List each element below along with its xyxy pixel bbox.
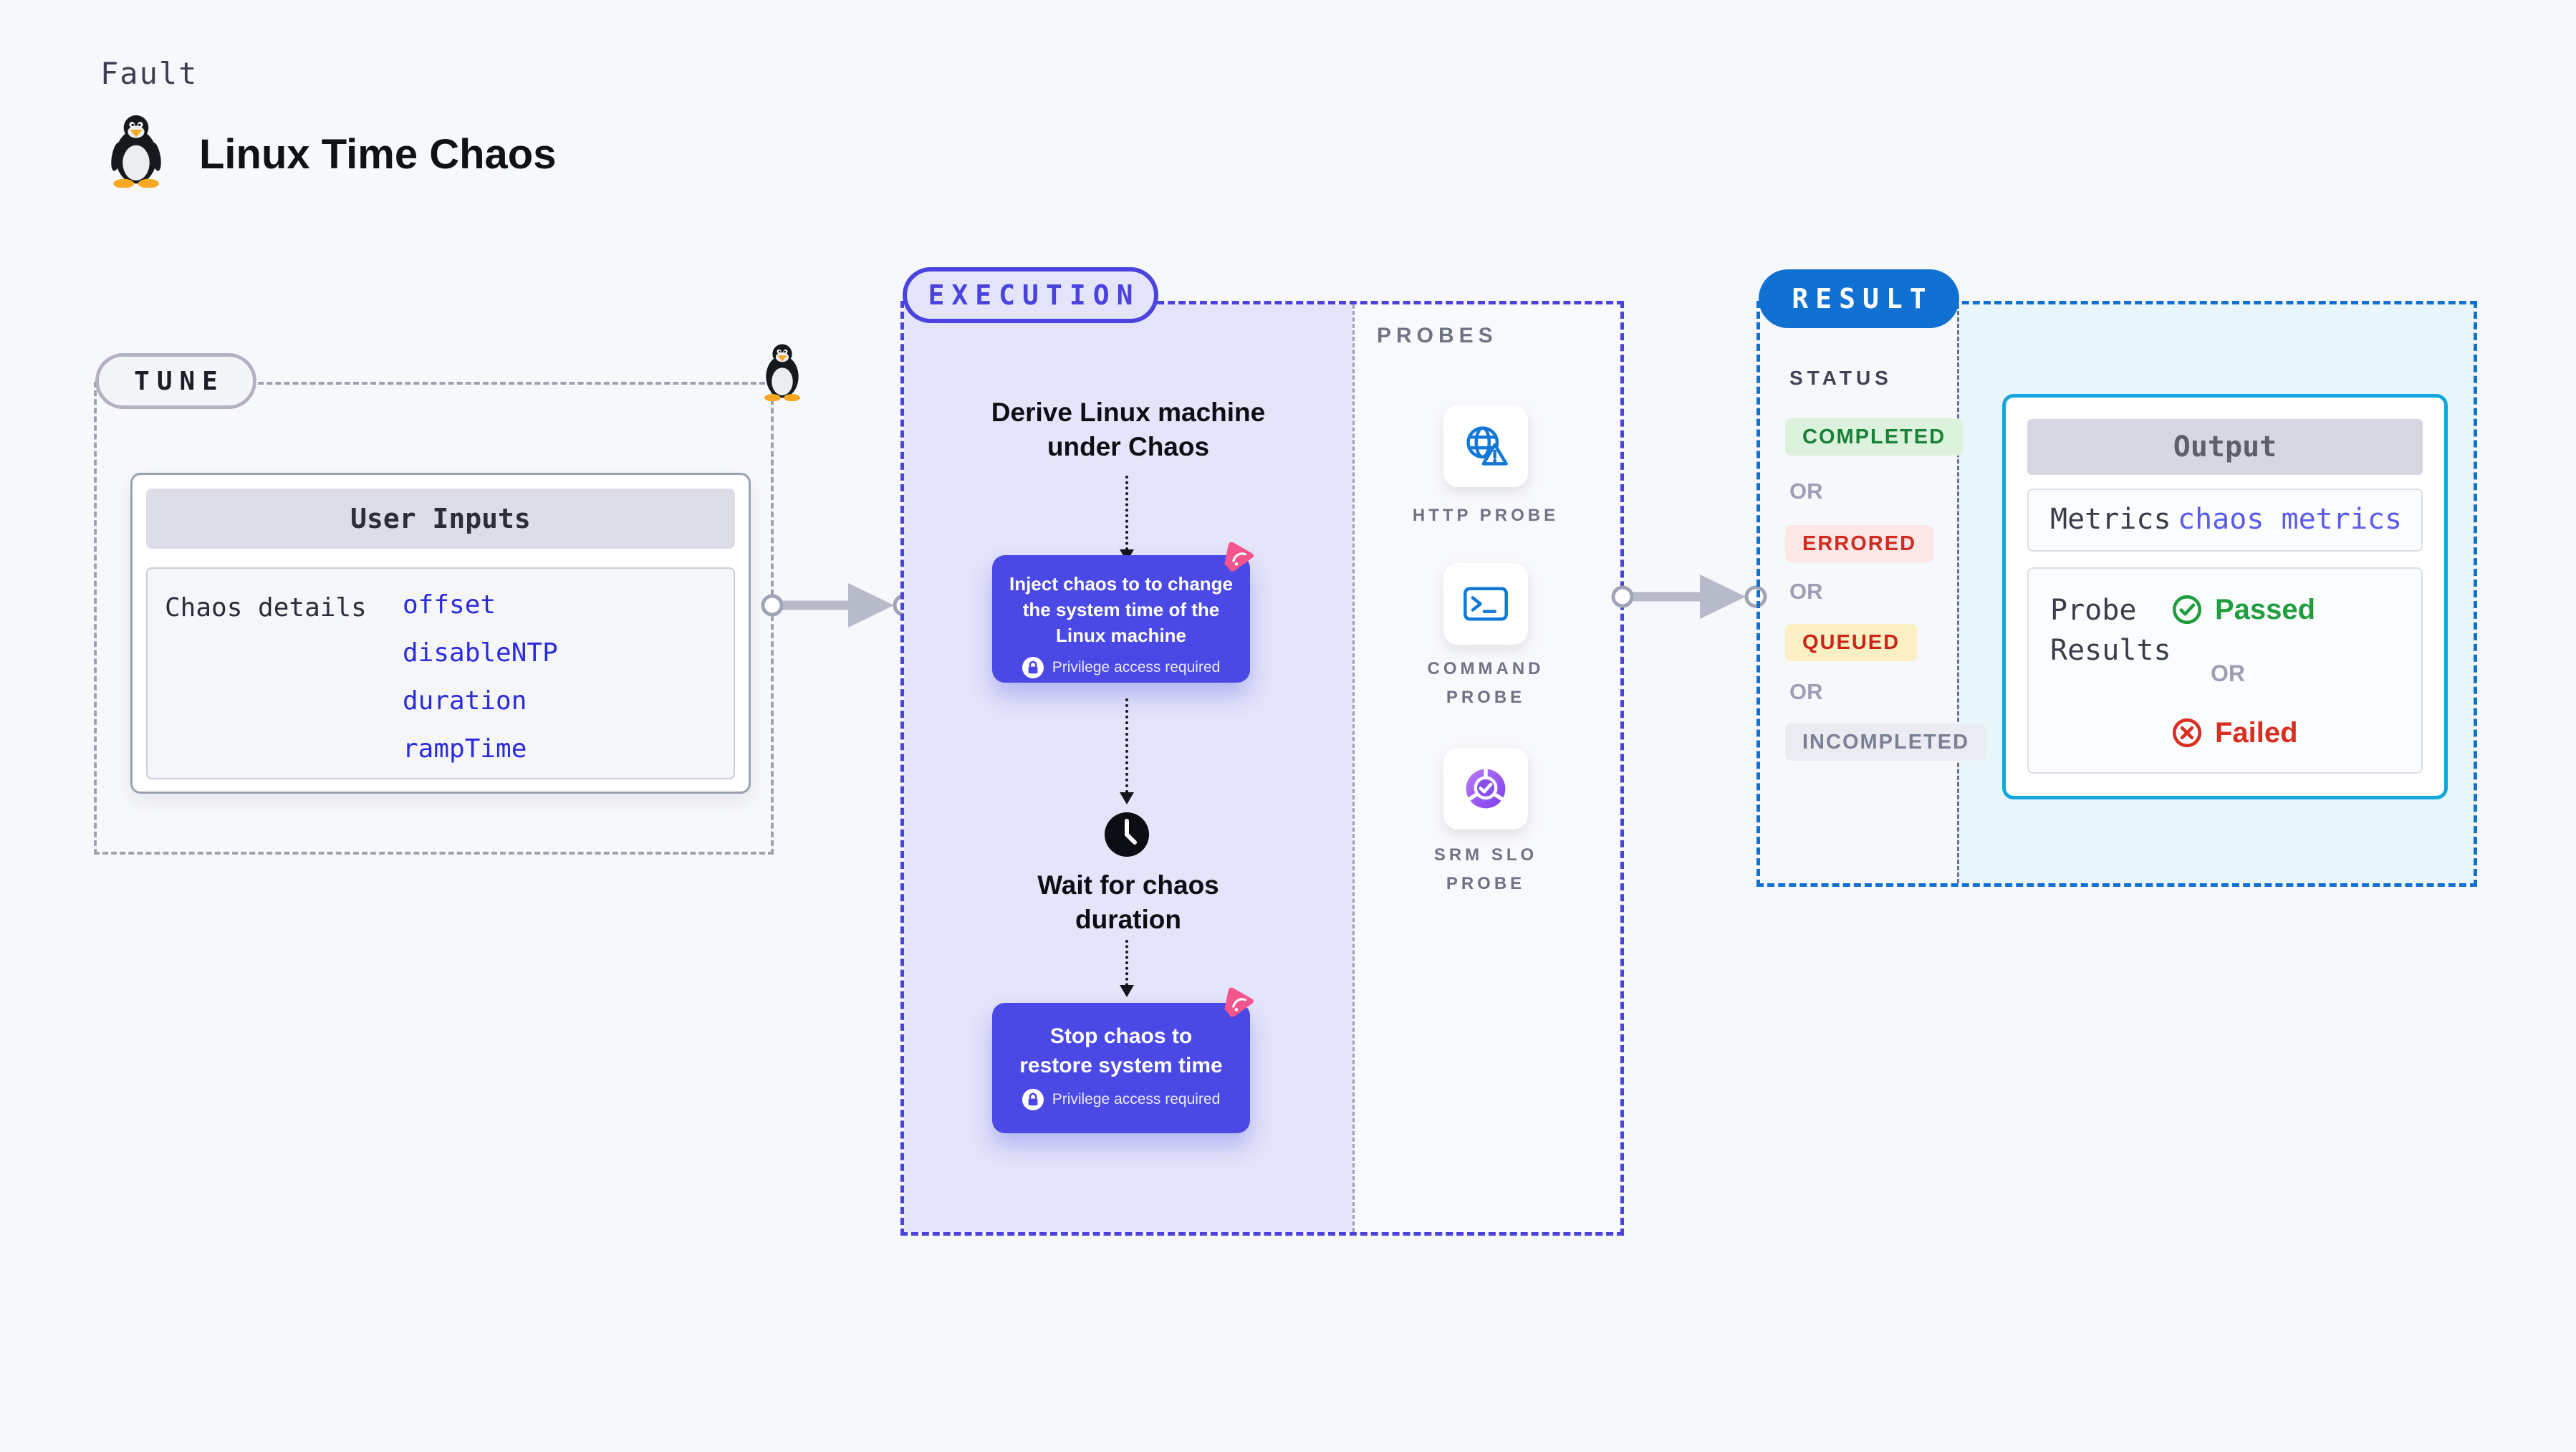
output-title: Output <box>2027 419 2423 475</box>
passed-label: Passed <box>2215 593 2316 625</box>
fault-eyebrow: Fault <box>100 56 198 91</box>
probe-results-row <box>2027 567 2423 774</box>
status-badge-queued: QUEUED <box>1785 624 1918 661</box>
down-arrow-2 <box>1120 698 1134 804</box>
flow-arrow-execution-to-result <box>1611 574 1767 619</box>
page-title: Linux Time Chaos <box>199 131 557 178</box>
privilege-note: Privilege access required <box>1052 1091 1221 1107</box>
wait-step-label: Wait for chaos duration <box>1037 870 1219 934</box>
probes-divider <box>1352 304 1355 1232</box>
tux-penguin-icon <box>111 115 161 188</box>
execution-section-box <box>900 301 1624 1236</box>
lock-icon <box>1022 1089 1044 1110</box>
globe-alert-icon <box>1466 426 1508 466</box>
input-link-offset[interactable]: offset <box>403 590 496 620</box>
status-badge-errored: ERRORED <box>1785 525 1934 562</box>
check-circle-icon <box>2172 595 2202 625</box>
slo-donut-icon <box>1466 768 1506 809</box>
result-pill: RESULT <box>1759 269 1959 328</box>
status-output-divider <box>1957 304 1959 883</box>
probe-label-command: COMMAND PROBE <box>1427 659 1544 707</box>
or-separator: OR <box>2211 660 2245 686</box>
probe-card-srm-slo <box>1443 748 1528 830</box>
down-arrow-1 <box>1120 476 1134 562</box>
stop-chaos-text: Stop chaos to restore system time <box>1019 1024 1223 1077</box>
user-inputs-title: User Inputs <box>146 489 735 549</box>
lock-icon <box>1022 657 1044 678</box>
tune-section-box <box>94 382 774 855</box>
flow-arrow-tune-to-execution <box>761 583 915 628</box>
probe-label-http: HTTP PROBE <box>1412 506 1559 525</box>
x-circle-icon <box>2172 718 2202 748</box>
probe-label-srm-slo: SRM SLO PROBE <box>1433 845 1538 893</box>
or-separator: OR <box>1789 679 1823 704</box>
terminal-icon <box>1464 587 1508 621</box>
failed-label: Failed <box>2215 716 2298 749</box>
chaos-details-label: Chaos details <box>165 593 367 622</box>
user-inputs-body <box>146 567 735 779</box>
input-link-disablentp[interactable]: disableNTP <box>403 638 558 668</box>
result-section-box <box>1756 301 2477 887</box>
passed-indicator: Passed <box>2171 593 2315 626</box>
probe-card-http <box>1443 405 1528 487</box>
chaos-spark-icon <box>1224 542 1254 572</box>
inject-chaos-text: Inject chaos to to change the system tim… <box>1009 573 1234 646</box>
metrics-label: Metrics <box>2050 503 2171 536</box>
probe-card-command <box>1443 563 1528 645</box>
probe-results-label: Probe Results <box>2050 594 2171 667</box>
status-badge-incompleted: INCOMPLETED <box>1785 723 1987 761</box>
execution-pill: EXECUTION <box>903 267 1158 323</box>
tune-pill: TUNE <box>95 353 256 409</box>
clock-icon <box>1105 812 1149 857</box>
status-title: STATUS <box>1789 367 1893 389</box>
or-separator: OR <box>1789 479 1823 504</box>
derive-step-label: Derive Linux machine under Chaos <box>991 398 1266 461</box>
failed-indicator: Failed <box>2171 716 2298 749</box>
status-badge-completed: COMPLETED <box>1785 418 1964 456</box>
input-link-duration[interactable]: duration <box>403 686 527 716</box>
chaos-metrics-link[interactable]: chaos metrics <box>2178 503 2403 536</box>
down-arrow-3 <box>1120 940 1134 997</box>
stop-chaos-card: Stop chaos to restore system time Privil… <box>992 1003 1250 1133</box>
chaos-spark-icon <box>1224 987 1254 1017</box>
tux-penguin-icon-small <box>764 344 800 401</box>
probes-title: PROBES <box>1377 324 1498 347</box>
input-link-ramptime[interactable]: rampTime <box>403 734 527 764</box>
privilege-note: Privilege access required <box>1052 659 1221 675</box>
inject-chaos-card: Inject chaos to to change the system tim… <box>992 555 1250 683</box>
metrics-row <box>2027 489 2423 552</box>
or-separator: OR <box>1789 579 1823 604</box>
